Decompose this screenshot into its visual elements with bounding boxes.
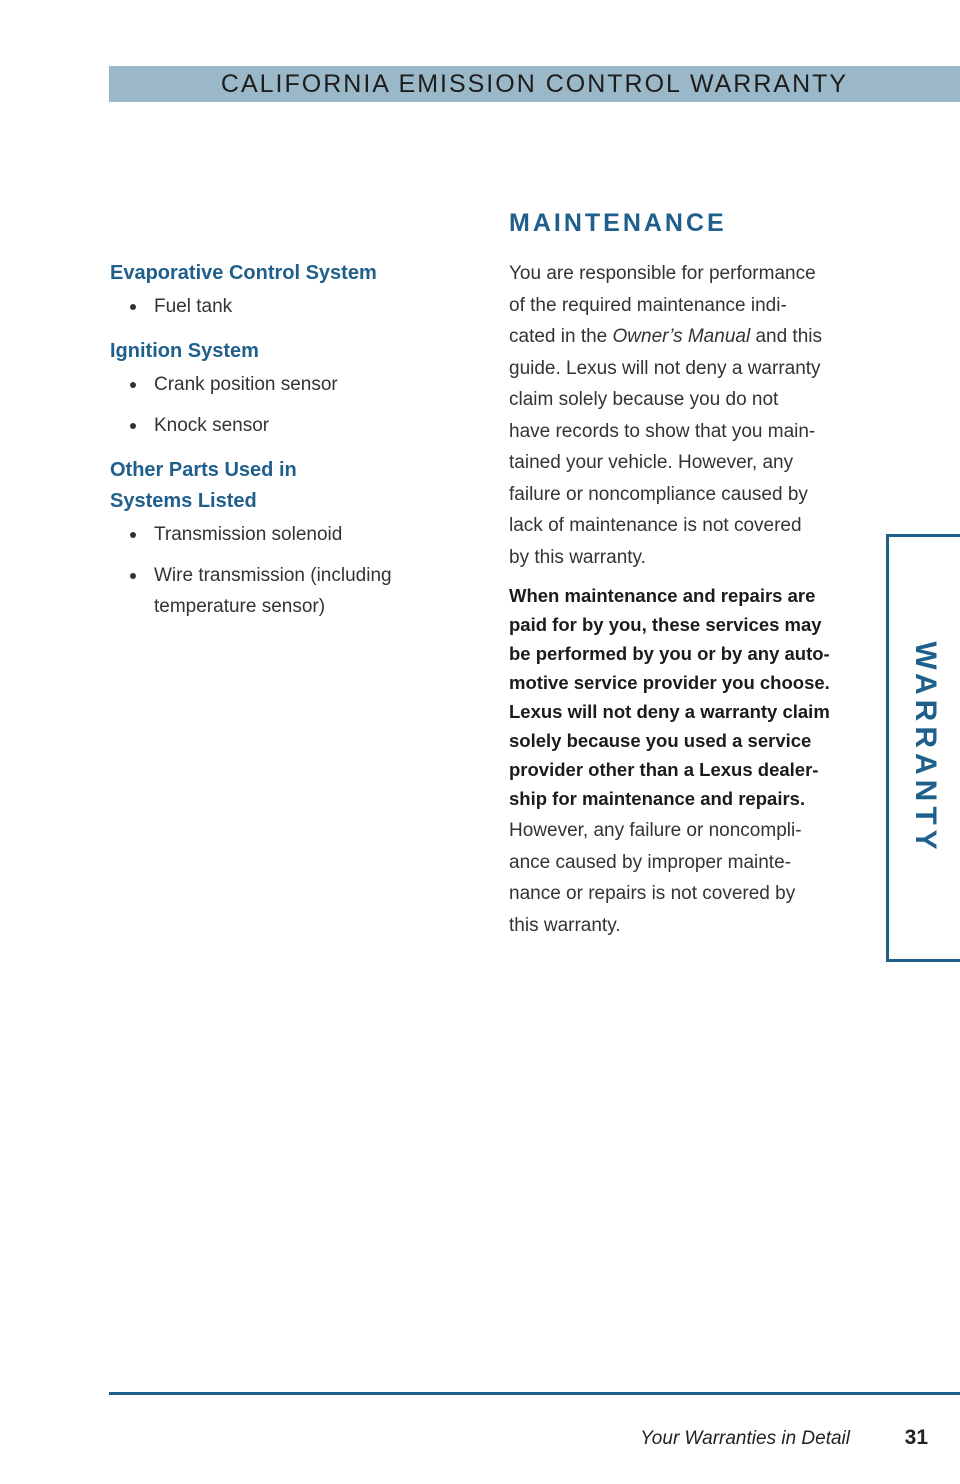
list-item: Knock sensor	[130, 410, 450, 441]
list-item: Transmission solenoid	[130, 519, 450, 550]
other-parts-list: Transmission solenoid Wire transmission …	[110, 519, 450, 622]
maintenance-paragraph-1: You are responsible for performance of t…	[509, 263, 822, 568]
section-title-other-parts: Other Parts Used in Systems Listed	[110, 459, 297, 512]
bullet-icon	[130, 423, 136, 429]
side-tab-label: WARRANTY	[908, 641, 942, 855]
list-item: Fuel tank	[130, 291, 450, 322]
list-item: Crank position sensor	[130, 369, 450, 400]
evaporative-list: Fuel tank	[110, 291, 450, 322]
left-column: Evaporative Control System Fuel tank Ign…	[110, 258, 450, 636]
ignition-list: Crank position sensor Knock sensor	[110, 369, 450, 441]
bullet-icon	[130, 382, 136, 388]
section-title-ignition: Ignition System	[110, 340, 259, 362]
footer-title: Your Warranties in Detail	[640, 1428, 850, 1449]
owners-manual-title: Owner’s Manual	[612, 326, 751, 347]
footer-divider	[109, 1392, 960, 1395]
maintenance-paragraph-2: However, any failure or noncompli- ance …	[509, 820, 802, 936]
bullet-icon	[130, 532, 136, 538]
maintenance-heading: MAINTENANCE	[509, 209, 727, 237]
section-side-tab: WARRANTY	[886, 534, 960, 962]
maintenance-bold-statement: When maintenance and repairs are paid fo…	[509, 585, 830, 809]
header-band: CALIFORNIA EMISSION CONTROL WARRANTY	[109, 66, 960, 102]
section-title-evaporative: Evaporative Control System	[110, 262, 377, 284]
page-number: 31	[904, 1426, 928, 1449]
right-column: MAINTENANCE You are responsible for perf…	[509, 206, 854, 941]
page-header-title: CALIFORNIA EMISSION CONTROL WARRANTY	[220, 69, 849, 98]
bullet-icon	[130, 304, 136, 310]
bullet-icon	[130, 573, 136, 579]
